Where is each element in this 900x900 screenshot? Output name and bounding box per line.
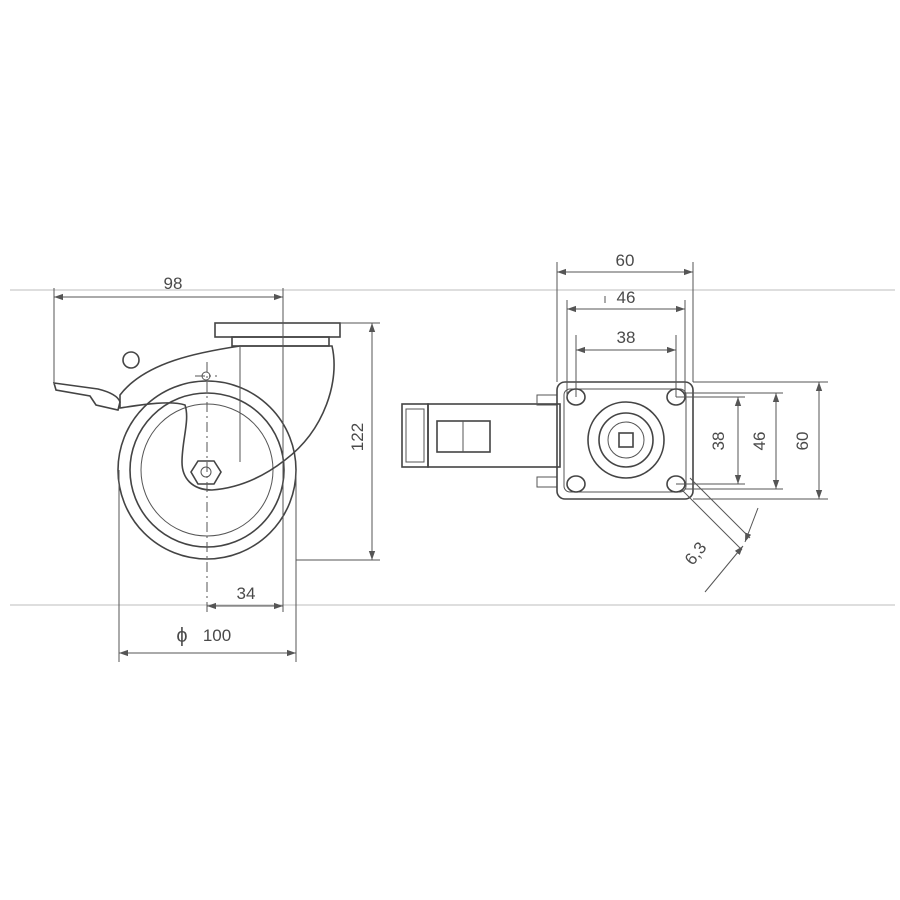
dim-plate-height-label: 60 xyxy=(793,432,812,451)
dim-plate-width-label: 60 xyxy=(616,251,635,270)
swivel-bearing xyxy=(231,336,330,347)
side-view: 98 122 34 ϕ 100 xyxy=(52,274,380,662)
dim-width-label: 98 xyxy=(164,274,183,293)
dim-hole-diameter-label: 6,3 xyxy=(681,538,711,568)
dim-hole-spacing-inner-label: 38 xyxy=(617,328,636,347)
dim-hole-v-inner-label: 38 xyxy=(709,432,728,451)
diameter-symbol: ϕ xyxy=(176,625,187,647)
dim-hole-v-outer-label: 46 xyxy=(750,432,769,451)
axle-nut xyxy=(190,460,222,485)
dim-hole-spacing-outer-label: 46 xyxy=(617,288,636,307)
top-view: 60 46 38 38 46 60 6,3 xyxy=(401,251,828,593)
center-hub xyxy=(587,401,665,479)
fork xyxy=(119,345,335,491)
brake-pedal xyxy=(52,382,121,411)
dim-offset-label: 34 xyxy=(237,584,256,603)
mounting-plate xyxy=(556,381,694,500)
bolt-holes xyxy=(566,388,686,493)
dim-wheel-label: 100 xyxy=(203,626,231,645)
dim-line-hole-diameter xyxy=(704,545,744,593)
top-plate xyxy=(214,322,341,338)
dim-height-label: 122 xyxy=(348,423,367,451)
fork-body xyxy=(427,403,561,468)
brake-knob xyxy=(122,351,140,369)
